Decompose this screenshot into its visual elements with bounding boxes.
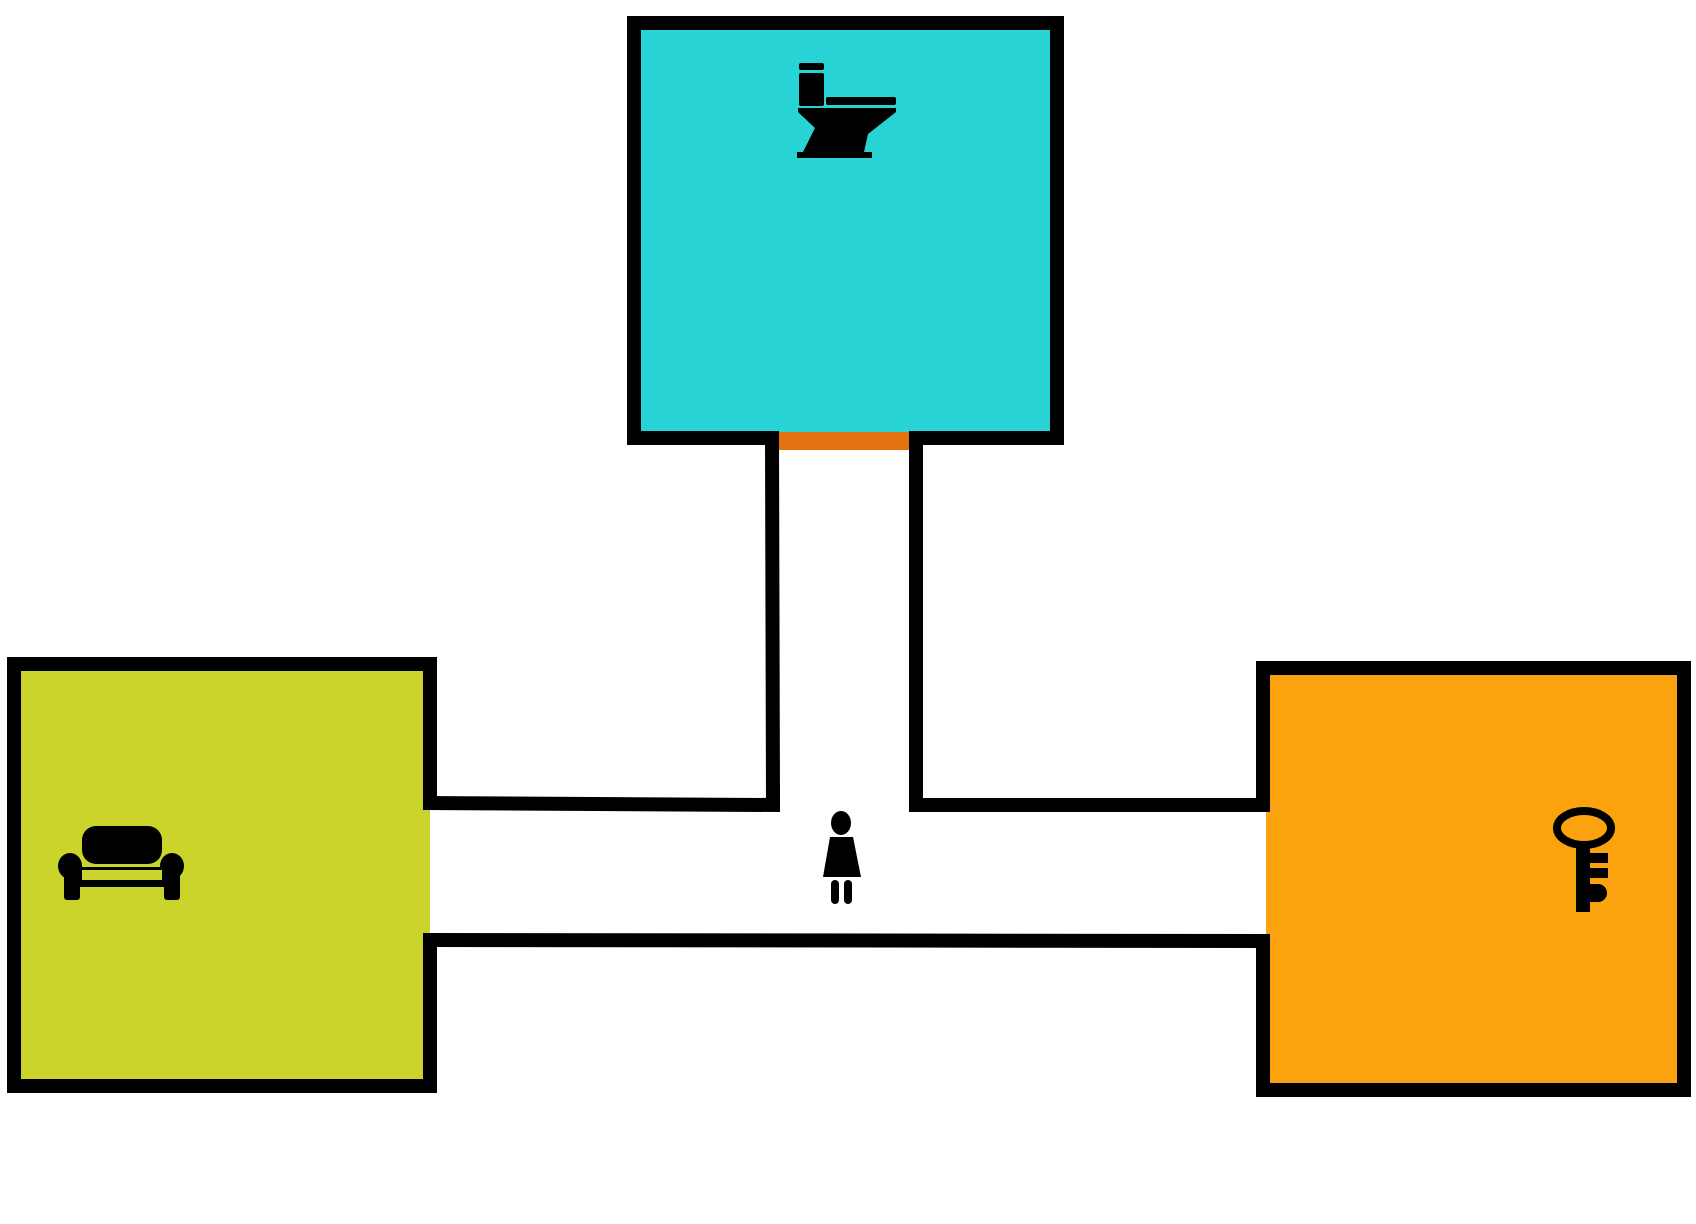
corridor-wall-upper-left [422,430,781,813]
bathroom-door[interactable] [778,432,910,450]
corridor-wall-upper-right [909,431,1270,812]
storage-room-wall [1256,661,1691,1097]
storage-room[interactable] [1266,674,1678,1084]
storage-room-door[interactable] [1266,812,1270,938]
corridor-wall-bottom [422,932,1271,949]
key-icon [1553,807,1615,912]
bathroom-wall [627,16,1064,445]
living-room-wall [7,657,437,1093]
living-room-door[interactable] [426,808,430,938]
toilet-icon [797,63,896,158]
bathroom-room[interactable] [640,29,1051,434]
sofa-icon [58,826,184,900]
person-icon [823,811,861,904]
